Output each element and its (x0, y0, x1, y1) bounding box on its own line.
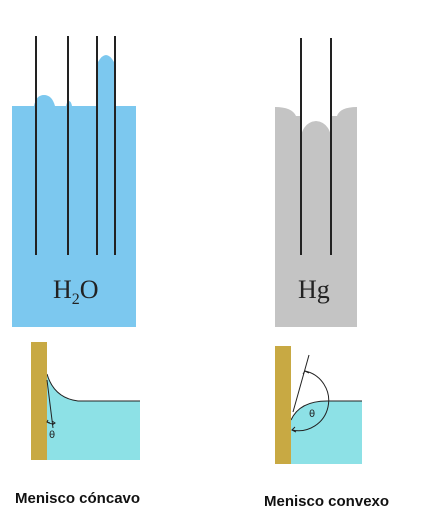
caption-concave-meniscus: Menisco cóncavo (15, 490, 141, 507)
caption-convex-meniscus: Menisco convexo (264, 493, 390, 510)
angle-arrowhead (51, 420, 56, 426)
angle-arrowhead (46, 419, 51, 424)
water-panel: H2O (12, 36, 136, 327)
water-body (12, 55, 136, 327)
container-wall (31, 342, 47, 460)
tangent-line (292, 354, 310, 413)
mercury-label: Hg (298, 275, 330, 304)
water-label-subscript: 2 (72, 291, 80, 308)
container-wall (275, 346, 291, 464)
concave-angle-label: θ (49, 430, 55, 441)
convex-angle-label: θ (309, 409, 315, 420)
water-label-h: H (53, 275, 72, 304)
angle-arrowhead (302, 370, 310, 375)
concave-meniscus-curve (46, 373, 140, 402)
convex-meniscus-detail: θ (275, 346, 362, 464)
concave-liquid (47, 374, 140, 460)
angle-arrowhead (291, 426, 297, 433)
tangent-line (46, 379, 54, 429)
contact-angle-arc (291, 370, 330, 432)
convex-meniscus-curve (290, 400, 362, 421)
water-label-o: O (80, 275, 99, 304)
water-formula-label: H2O (53, 275, 99, 308)
mercury-body (275, 107, 357, 327)
convex-liquid (291, 400, 362, 464)
concave-meniscus-detail: θ (31, 342, 140, 460)
mercury-panel: Hg (275, 38, 357, 327)
